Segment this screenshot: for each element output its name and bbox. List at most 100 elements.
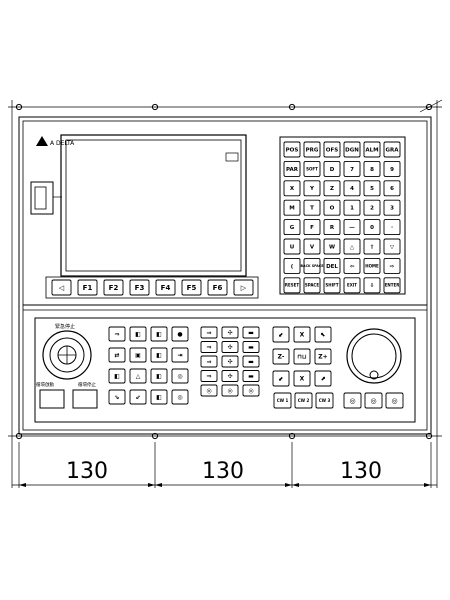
axis-key-9[interactable]: ⬈ <box>314 370 332 387</box>
axis-key-5[interactable]: ⊓⊔ <box>293 348 311 365</box>
axis-key-1[interactable]: ⬋ <box>272 326 290 343</box>
axis-key-6[interactable]: Z+ <box>314 348 332 365</box>
mdi-key-row8-4[interactable]: ⇩ <box>363 277 381 294</box>
mdi-key-row7-5[interactable]: ⇨ <box>383 257 401 274</box>
softkey-6[interactable]: F5 <box>181 279 202 296</box>
mode-key-7[interactable]: ◧ <box>150 347 168 363</box>
mdi-key-function_row-2[interactable]: OFS <box>323 141 341 158</box>
mdi-key-row6-3[interactable]: △ <box>343 238 361 255</box>
axis-key-7[interactable]: ⬋ <box>272 370 290 387</box>
mdi-key-row6-5[interactable]: ▽ <box>383 238 401 255</box>
mdi-key-row2-4[interactable]: 8 <box>363 160 381 177</box>
jog-key-2[interactable]: ✣ <box>221 326 239 339</box>
mdi-key-row2-1[interactable]: SOFT <box>303 160 321 177</box>
mode-key-5[interactable]: ⇄ <box>108 347 126 363</box>
mdi-key-row4-1[interactable]: T <box>303 199 321 216</box>
mdi-key-function_row-3[interactable]: DGN <box>343 141 361 158</box>
mode-key-3[interactable]: ◧ <box>150 326 168 342</box>
mdi-key-row2-2[interactable]: D <box>323 160 341 177</box>
mdi-key-row7-0[interactable]: ( <box>283 257 301 274</box>
mode-key-1[interactable]: ⇒ <box>108 326 126 342</box>
mdi-key-row4-3[interactable]: 1 <box>343 199 361 216</box>
mdi-key-row7-1[interactable]: BACK SPACE <box>301 257 325 274</box>
mdi-key-row8-2[interactable]: SHIFT <box>323 277 341 294</box>
axis-key-2[interactable]: X <box>293 326 311 343</box>
softkey-5[interactable]: F4 <box>155 279 176 296</box>
jog-key-11[interactable]: ✣ <box>221 370 239 382</box>
mdi-key-row5-0[interactable]: G <box>283 219 301 236</box>
mdi-key-row3-0[interactable]: X <box>283 180 301 197</box>
mdi-key-row3-3[interactable]: 4 <box>343 180 361 197</box>
emergency-stop-button[interactable] <box>42 330 92 380</box>
mdi-key-row5-4[interactable]: 0 <box>363 219 381 236</box>
usb-port[interactable] <box>30 181 62 215</box>
mdi-key-row5-5[interactable]: · <box>383 219 401 236</box>
jog-key-8[interactable]: ✣ <box>221 355 239 368</box>
mode-key-6[interactable]: ▣ <box>129 347 147 363</box>
cw-button-1[interactable]: CW 1 <box>273 392 292 409</box>
mdi-key-row5-1[interactable]: F <box>303 219 321 236</box>
mdi-key-function_row-1[interactable]: PRG <box>303 141 321 158</box>
axis-key-8[interactable]: X <box>293 370 311 387</box>
cycle-start-button[interactable] <box>39 389 65 409</box>
mdi-key-function_row-4[interactable]: ALM <box>363 141 381 158</box>
cw-button-2[interactable]: CW 2 <box>294 392 313 409</box>
jog-key-1[interactable]: ⇒ <box>200 326 218 339</box>
mdi-key-row8-3[interactable]: EXIT <box>343 277 361 294</box>
mdi-key-row6-0[interactable]: U <box>283 238 301 255</box>
mode-key-14[interactable]: ⇙ <box>129 389 147 405</box>
mdi-key-row3-1[interactable]: Y <box>303 180 321 197</box>
mdi-key-row3-2[interactable]: Z <box>323 180 341 197</box>
mdi-key-row6-4[interactable]: ⇧ <box>363 238 381 255</box>
spindle-mode-1[interactable]: ◎ <box>343 392 362 409</box>
mdi-key-row7-3[interactable]: ⇦ <box>343 257 361 274</box>
mdi-key-row7-4[interactable]: HOME <box>363 257 381 274</box>
jog-key-13[interactable]: ◎ <box>200 384 218 397</box>
handwheel-knob[interactable] <box>346 328 402 384</box>
mode-key-8[interactable]: ⇥ <box>171 347 189 363</box>
jog-key-7[interactable]: ⇒ <box>200 355 218 368</box>
cw-button-3[interactable]: CW 3 <box>315 392 334 409</box>
softkey-1[interactable]: ◁ <box>51 279 72 296</box>
mode-key-9[interactable]: ◧ <box>108 368 126 384</box>
mdi-key-row5-2[interactable]: R <box>323 219 341 236</box>
softkey-8[interactable]: ▷ <box>233 279 254 296</box>
mdi-key-row8-5[interactable]: ENTER <box>383 277 401 294</box>
jog-key-4[interactable]: ⇒ <box>200 341 218 353</box>
softkey-3[interactable]: F2 <box>103 279 124 296</box>
mdi-key-row4-0[interactable]: M <box>283 199 301 216</box>
jog-key-14[interactable]: ◎ <box>221 384 239 397</box>
mdi-key-row2-5[interactable]: 9 <box>383 160 401 177</box>
mdi-key-row3-4[interactable]: 5 <box>363 180 381 197</box>
mdi-key-row4-2[interactable]: O <box>323 199 341 216</box>
mode-key-4[interactable]: ● <box>171 326 189 342</box>
mode-key-11[interactable]: ◧ <box>150 368 168 384</box>
axis-key-3[interactable]: ⬉ <box>314 326 332 343</box>
jog-key-5[interactable]: ✣ <box>221 341 239 353</box>
mode-key-15[interactable]: ◧ <box>150 389 168 405</box>
jog-key-6[interactable]: ▬ <box>242 341 260 353</box>
mdi-key-row6-1[interactable]: V <box>303 238 321 255</box>
softkey-4[interactable]: F3 <box>129 279 150 296</box>
jog-key-12[interactable]: ▬ <box>242 370 260 382</box>
axis-key-4[interactable]: Z- <box>272 348 290 365</box>
mdi-key-row7-2[interactable]: DEL <box>323 257 341 274</box>
jog-key-3[interactable]: ▬ <box>242 326 260 339</box>
mdi-key-row5-3[interactable]: — <box>343 219 361 236</box>
jog-key-15[interactable]: ◎ <box>242 384 260 397</box>
mdi-key-row3-5[interactable]: 6 <box>383 180 401 197</box>
softkey-7[interactable]: F6 <box>207 279 228 296</box>
mdi-key-row8-0[interactable]: RESET <box>283 277 301 294</box>
jog-key-10[interactable]: ⇒ <box>200 370 218 382</box>
mdi-key-row4-4[interactable]: 2 <box>363 199 381 216</box>
mode-key-13[interactable]: ⇘ <box>108 389 126 405</box>
mdi-key-function_row-5[interactable]: GRA <box>383 141 401 158</box>
mdi-key-row8-1[interactable]: SPACE <box>303 277 321 294</box>
mdi-key-function_row-0[interactable]: POS <box>283 141 301 158</box>
mdi-key-row4-5[interactable]: 3 <box>383 199 401 216</box>
mode-key-16[interactable]: ◎ <box>171 389 189 405</box>
mdi-key-row2-0[interactable]: PAR <box>283 160 301 177</box>
spindle-mode-2[interactable]: ◎ <box>364 392 383 409</box>
cycle-pause-button[interactable] <box>72 389 98 409</box>
jog-key-9[interactable]: ▬ <box>242 355 260 368</box>
